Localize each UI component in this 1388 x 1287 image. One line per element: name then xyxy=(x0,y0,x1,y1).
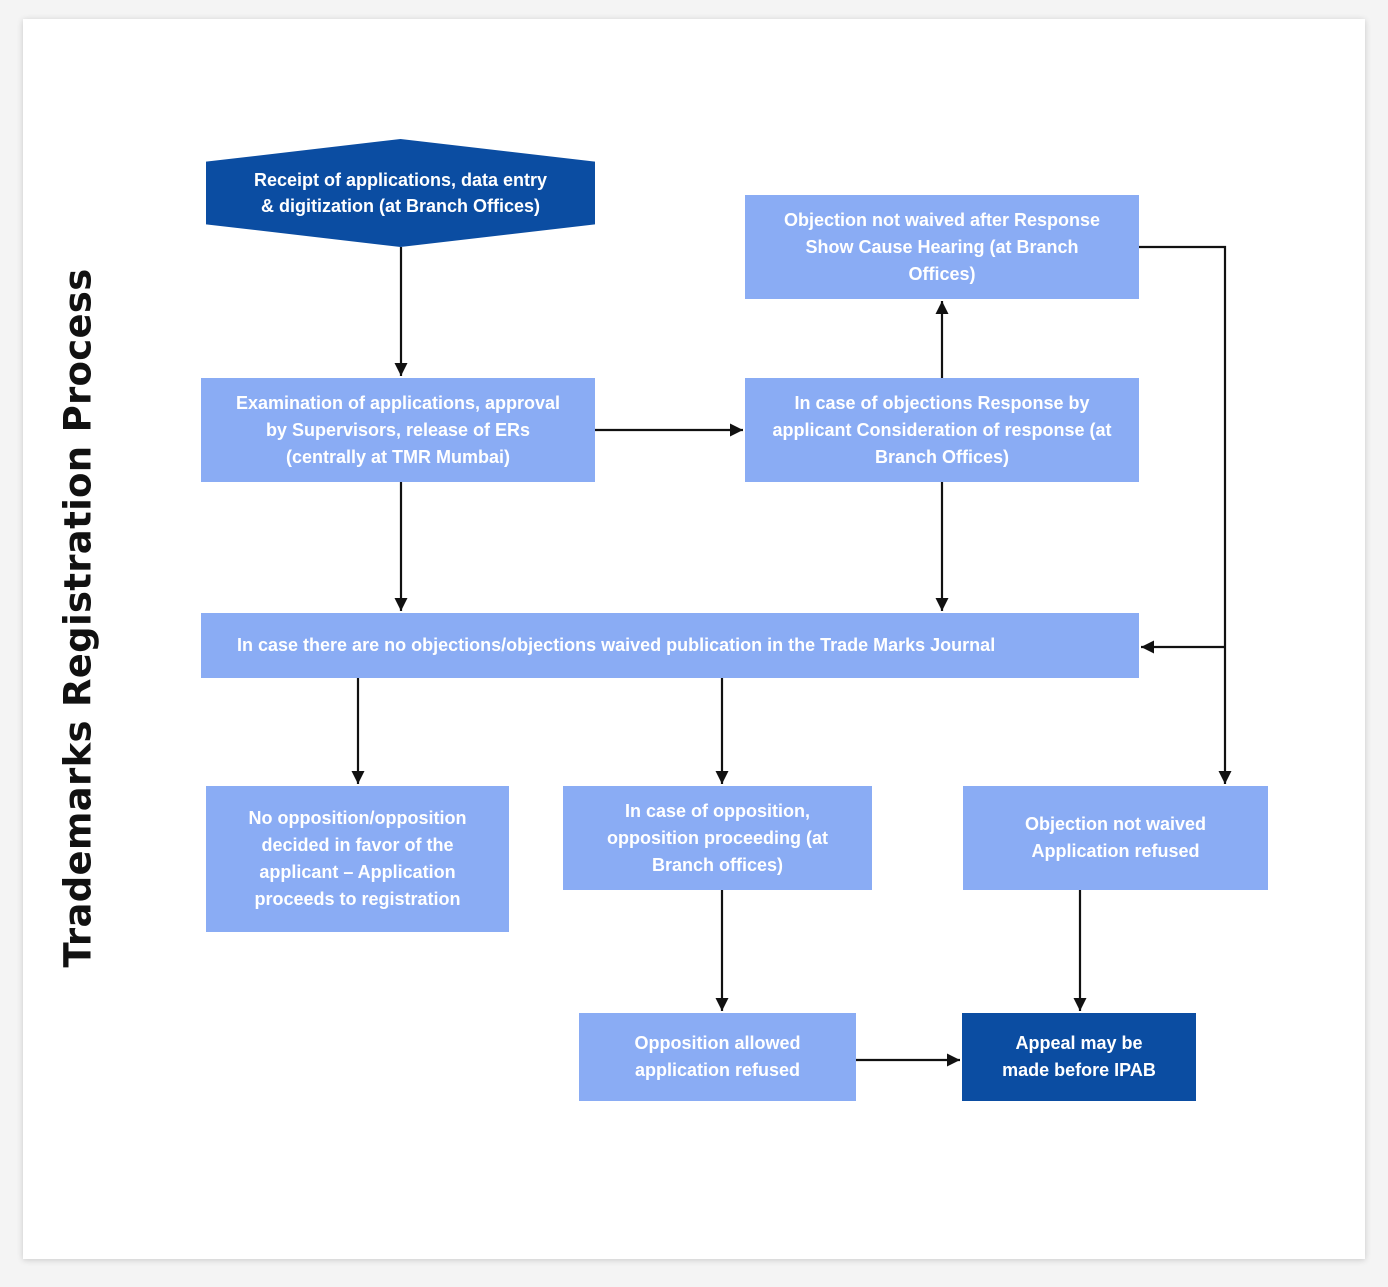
node-receipt: Receipt of applications, data entry & di… xyxy=(206,139,595,247)
node-appeal: Appeal may be made before IPAB xyxy=(962,1013,1196,1101)
node-opposition-proceeding: In case of opposition, opposition procee… xyxy=(563,786,872,890)
node-examination: Examination of applications, approval by… xyxy=(201,378,595,482)
node-objections-response: In case of objections Response by applic… xyxy=(745,378,1139,482)
node-show-cause-hearing: Objection not waived after Response Show… xyxy=(745,195,1139,299)
node-publication: In case there are no objections/objectio… xyxy=(201,613,1139,678)
node-opposition-allowed: Opposition allowed application refused xyxy=(579,1013,856,1101)
node-objection-refused: Objection not waived Application refused xyxy=(963,786,1268,890)
node-no-opposition: No opposition/opposition decided in favo… xyxy=(206,786,509,932)
arrow-show-cause-to-objection-refused xyxy=(1139,245,1232,784)
